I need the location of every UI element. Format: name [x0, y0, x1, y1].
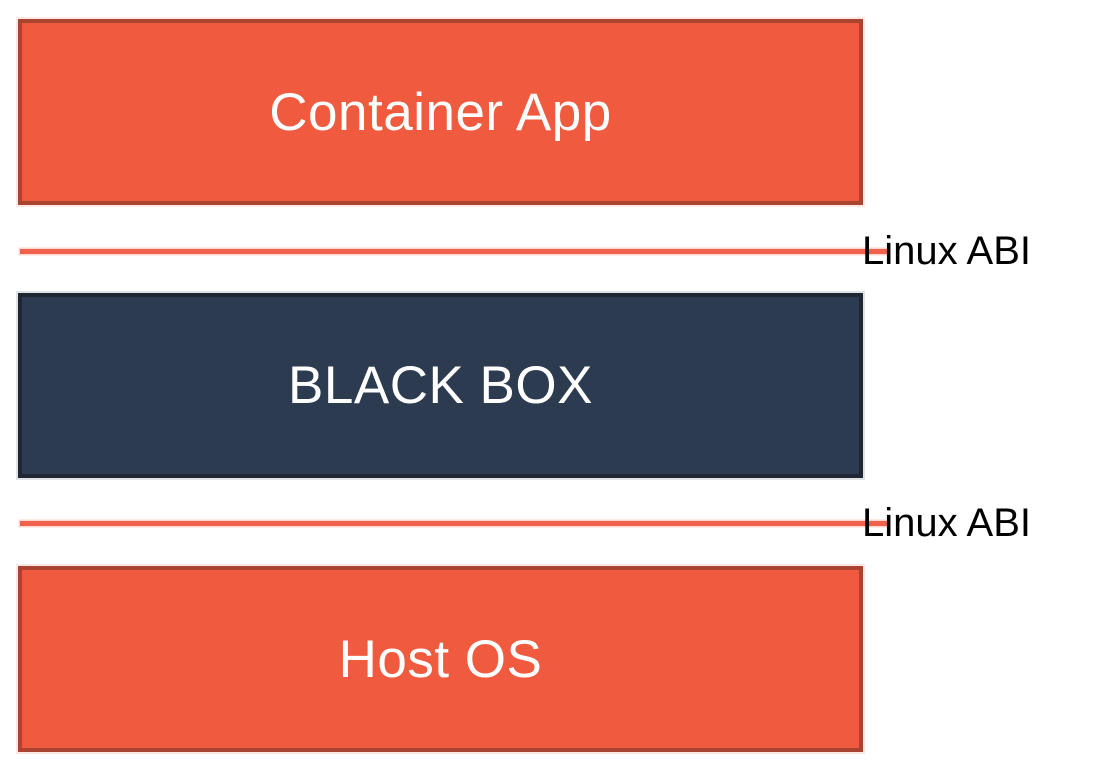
linux-abi-label-top: Linux ABI [862, 229, 1032, 273]
layer-container-app-label: Container App [269, 82, 612, 142]
linux-abi-label-bottom: Linux ABI [862, 501, 1032, 545]
layer-host-os-label: Host OS [338, 629, 543, 689]
layer-black-box-label: BLACK BOX [288, 356, 593, 415]
layer-black-box: BLACK BOX [18, 293, 863, 478]
layer-container-app: Container App [18, 19, 863, 205]
linux-abi-line-top [20, 249, 888, 254]
layer-host-os: Host OS [18, 566, 863, 752]
linux-abi-line-bottom [20, 521, 888, 526]
